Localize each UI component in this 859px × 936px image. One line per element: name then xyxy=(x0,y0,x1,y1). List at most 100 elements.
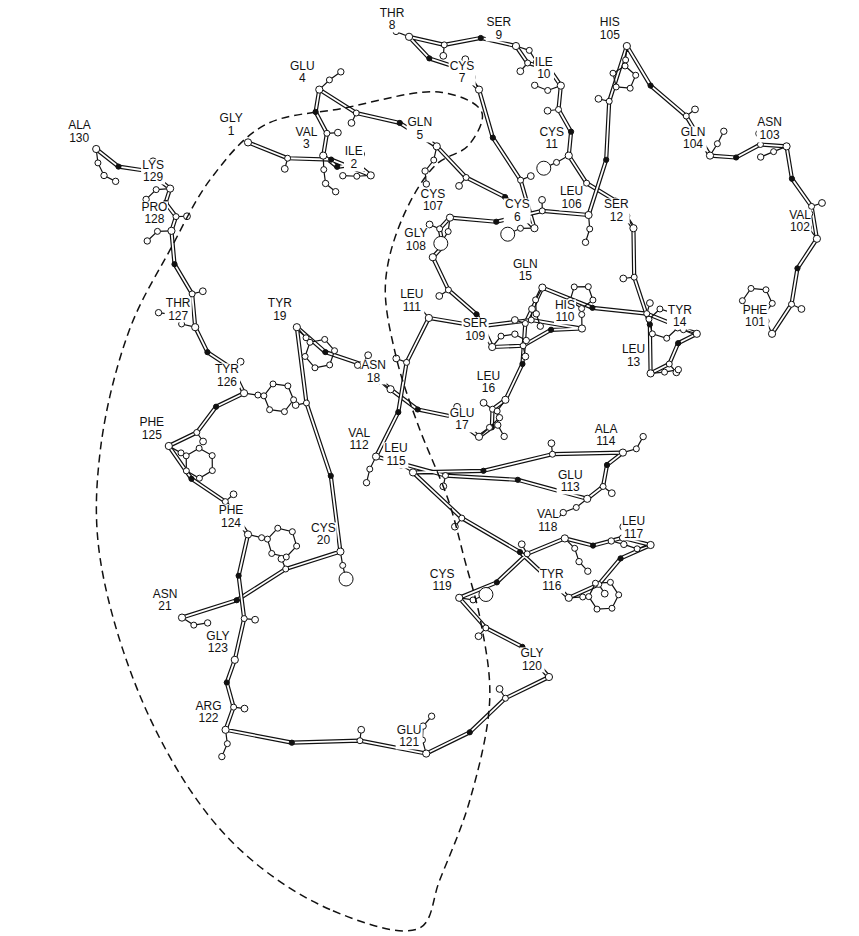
atom xyxy=(312,365,318,371)
atom xyxy=(329,157,334,162)
atom xyxy=(241,616,247,622)
atom xyxy=(609,605,615,611)
atom xyxy=(204,620,210,626)
atom xyxy=(594,606,600,612)
residue-label: ASN 18 xyxy=(360,360,387,385)
atom xyxy=(478,35,483,40)
atom xyxy=(604,462,609,467)
atom xyxy=(621,541,627,547)
atom xyxy=(584,495,591,502)
atom xyxy=(475,633,482,640)
atom xyxy=(101,172,107,178)
atom xyxy=(267,407,273,413)
atom xyxy=(585,284,591,290)
atom xyxy=(548,327,553,332)
atom xyxy=(456,183,463,190)
atom xyxy=(528,317,534,323)
atom xyxy=(321,167,327,173)
atom xyxy=(423,750,430,757)
bonds xyxy=(96,27,822,757)
atom xyxy=(580,594,586,600)
atom xyxy=(172,262,177,267)
atom xyxy=(275,525,281,531)
atom xyxy=(502,396,509,403)
side-chain-bond xyxy=(761,146,787,157)
atom xyxy=(446,214,453,221)
atom xyxy=(348,120,355,127)
atom xyxy=(622,63,628,69)
atom xyxy=(437,226,443,232)
dashed-region-outline xyxy=(96,92,489,931)
residue-label: GLU 113 xyxy=(557,469,584,494)
residue-label: TYR 14 xyxy=(667,304,693,329)
atom xyxy=(523,337,529,343)
atom xyxy=(608,490,615,497)
atom xyxy=(289,740,294,745)
atom xyxy=(579,306,585,312)
atom xyxy=(518,177,524,183)
atom xyxy=(244,531,251,538)
residue-label: PHE 125 xyxy=(138,416,165,441)
atom xyxy=(285,383,291,389)
atom xyxy=(340,173,346,179)
residue-label: CYS 7 xyxy=(449,60,476,85)
atom xyxy=(573,504,579,510)
residue-label: GLN 104 xyxy=(680,126,707,151)
atom xyxy=(557,82,564,89)
atom xyxy=(572,545,578,551)
atom xyxy=(442,473,448,479)
residue-label: LEU 115 xyxy=(383,443,408,468)
residue-label: CYS 6 xyxy=(504,199,531,224)
residue-label: GLY 108 xyxy=(403,228,428,253)
atom xyxy=(512,42,519,49)
atom xyxy=(230,491,237,498)
atom xyxy=(429,254,436,261)
atom xyxy=(676,341,681,346)
atom xyxy=(445,229,451,235)
residue-label: LYS 129 xyxy=(141,159,165,184)
atom xyxy=(610,70,616,76)
atom xyxy=(633,446,639,452)
atom xyxy=(293,324,300,331)
aromatic-ring xyxy=(589,582,619,609)
atom xyxy=(475,433,482,440)
atom xyxy=(194,429,200,435)
atom xyxy=(647,370,654,377)
atom xyxy=(283,566,289,572)
atom xyxy=(578,325,585,332)
atom xyxy=(189,476,194,481)
residue-label: SER 12 xyxy=(603,199,630,224)
atom xyxy=(224,741,230,747)
atom xyxy=(721,128,727,134)
atom xyxy=(584,180,590,186)
atom xyxy=(657,306,663,312)
atom xyxy=(549,451,555,457)
atom xyxy=(415,407,420,412)
atom xyxy=(173,214,179,220)
atom xyxy=(459,515,465,521)
atom xyxy=(769,300,775,306)
atom xyxy=(240,390,247,397)
atom xyxy=(387,386,394,393)
atom xyxy=(219,753,225,759)
residue-label: LEU 13 xyxy=(621,344,646,369)
atom xyxy=(324,130,330,136)
residue-label: THR 127 xyxy=(165,298,192,323)
atom xyxy=(281,409,287,415)
atom xyxy=(327,362,333,368)
atom xyxy=(618,556,623,561)
atom xyxy=(154,228,160,234)
atom xyxy=(481,468,486,473)
residue-label: TYR 19 xyxy=(267,298,293,323)
atom xyxy=(545,673,552,680)
residue-label: ALA 130 xyxy=(67,119,91,144)
atom xyxy=(339,572,353,586)
atom xyxy=(522,353,529,360)
atom xyxy=(165,442,172,449)
atom xyxy=(565,594,572,601)
atom xyxy=(196,445,202,451)
atom xyxy=(209,468,215,474)
residue-label: LEU 117 xyxy=(621,515,646,540)
atom xyxy=(445,287,451,293)
